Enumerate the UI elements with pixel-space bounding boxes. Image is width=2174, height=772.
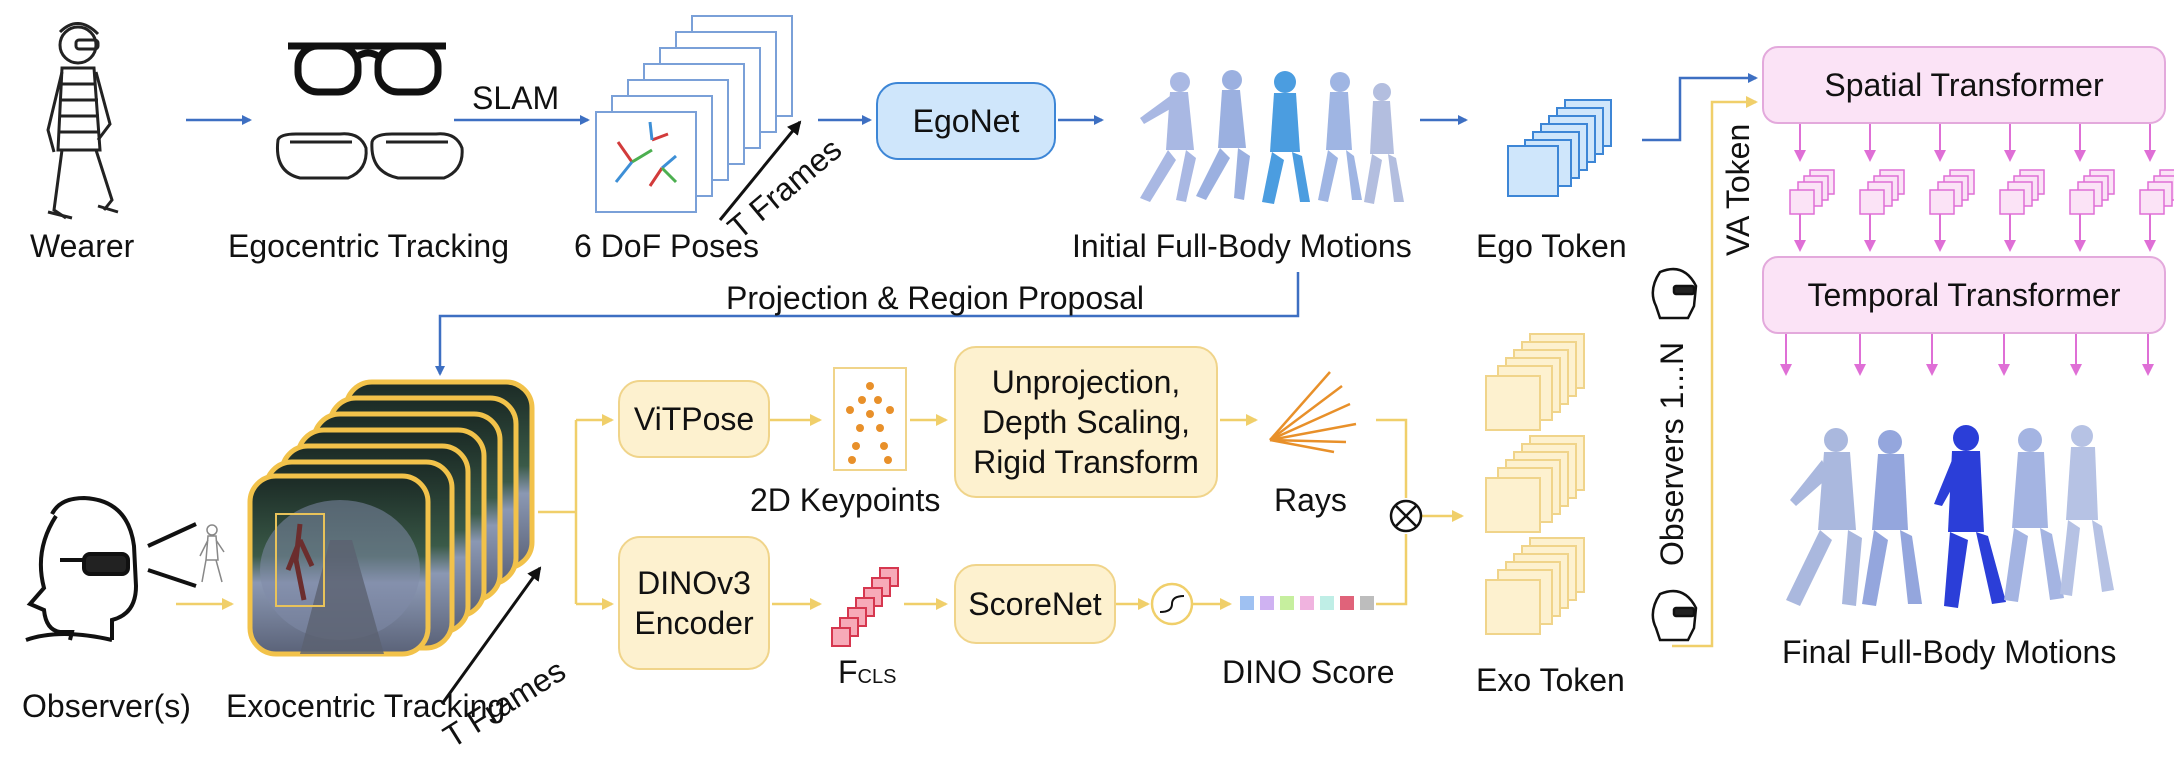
dino-score-squares xyxy=(1240,596,1374,610)
smart-glasses-icon xyxy=(288,42,446,96)
projection-label: Projection & Region Proposal xyxy=(726,280,1145,316)
dino-score-label: DINO Score xyxy=(1222,654,1395,690)
spatial-transformer-box: Spatial Transformer xyxy=(1762,46,2166,124)
observers-label: Observers 1...N xyxy=(1654,341,1690,566)
wearer-illustration xyxy=(46,22,119,220)
exocentric-tracking-label: Exocentric Tracking xyxy=(226,688,506,724)
egonet-box: EgoNet xyxy=(876,82,1056,160)
ego-token-stack xyxy=(1507,99,1612,197)
exo-token-stacks xyxy=(1485,333,1585,635)
transformer-arrows xyxy=(1780,124,2156,376)
egonet-label: EgoNet xyxy=(912,103,1020,139)
observer-label: Observer(s) xyxy=(22,688,191,724)
observed-person-icon xyxy=(199,524,225,583)
final-motions-figures xyxy=(1786,425,2114,608)
dof-axes-icon xyxy=(614,121,678,187)
temporal-transformer-label: Temporal Transformer xyxy=(1807,277,2121,313)
egocentric-tracking-label: Egocentric Tracking xyxy=(228,228,510,264)
t-frames-top-arrow xyxy=(718,120,802,221)
observer-head-icon-2 xyxy=(1651,589,1698,642)
initial-motions-label: Initial Full-Body Motions xyxy=(1072,228,1412,264)
rays-icon xyxy=(1269,371,1357,454)
vitpose-label: ViTPose xyxy=(633,401,755,437)
unprojection-box: Unprojection, Depth Scaling, Rigid Trans… xyxy=(954,346,1218,498)
spatial-token-stacks xyxy=(1789,169,2174,215)
rays-label: Rays xyxy=(1274,482,1347,518)
sigmoid-icon xyxy=(1150,582,1194,626)
unprojection-label: Unprojection, Depth Scaling, Rigid Trans… xyxy=(973,364,1199,480)
scorenet-box: ScoreNet xyxy=(954,564,1116,644)
wristband-icon xyxy=(275,132,464,180)
observer-head-icon-1 xyxy=(1651,267,1698,320)
poses-label: 6 DoF Poses xyxy=(574,228,759,264)
exo-pipeline-arrows xyxy=(176,96,1758,648)
wearer-label: Wearer xyxy=(30,228,135,264)
multiply-icon xyxy=(1389,499,1423,533)
t-frames-bottom-arrow xyxy=(440,566,542,705)
exo-frame-stack xyxy=(247,379,535,657)
dino-encoder-box: DINOv3 Encoder xyxy=(618,536,770,670)
final-motions-label: Final Full-Body Motions xyxy=(1782,634,2117,670)
top-row-arrows xyxy=(186,73,1758,376)
scorenet-label: ScoreNet xyxy=(968,586,1102,622)
vitpose-box: ViTPose xyxy=(618,380,770,458)
keypoints-label: 2D Keypoints xyxy=(750,482,941,518)
temporal-transformer-box: Temporal Transformer xyxy=(1762,256,2166,334)
pose-frame-stack xyxy=(595,15,793,213)
ego-token-label: Ego Token xyxy=(1476,228,1627,264)
slam-label: SLAM xyxy=(472,80,560,116)
spatial-transformer-label: Spatial Transformer xyxy=(1824,67,2104,103)
keypoints-panel xyxy=(833,367,907,471)
initial-motions-figures xyxy=(1140,70,1404,204)
fcls-label: FCLS xyxy=(838,654,897,690)
dino-encoder-label: DINOv3 Encoder xyxy=(634,565,754,641)
va-token-label: VA Token xyxy=(1720,123,1756,256)
exo-token-label: Exo Token xyxy=(1476,662,1625,698)
observer-illustration xyxy=(25,495,197,642)
fcls-feature-stack xyxy=(831,567,899,647)
